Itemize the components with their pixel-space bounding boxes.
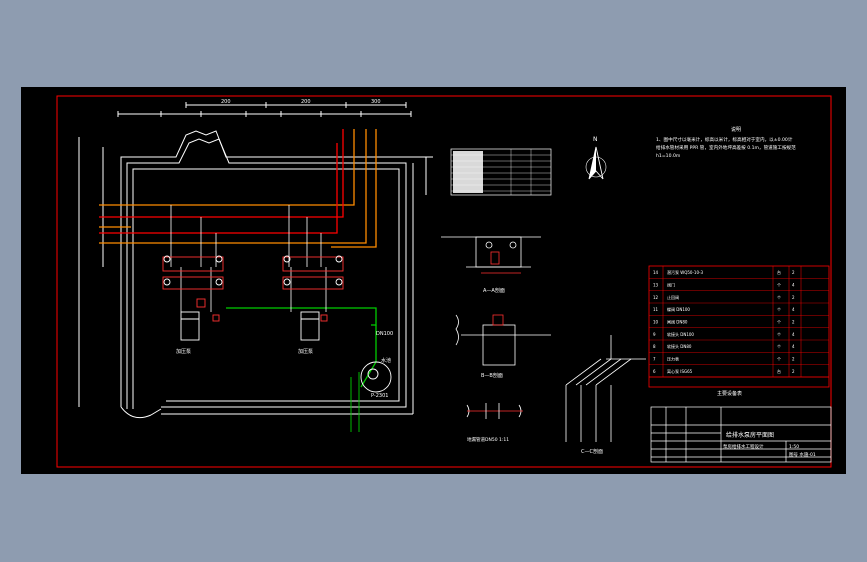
dim-text-3: 300	[371, 99, 381, 105]
materials-footer: 主要设备表	[717, 390, 742, 397]
drawing-canvas[interactable]: 200 200 300	[21, 87, 846, 474]
section-dd	[466, 403, 523, 419]
title-sheet: 图号 水施-01	[789, 451, 816, 458]
materials-cell: 2	[792, 270, 795, 275]
north-arrow-icon	[585, 146, 607, 180]
materials-cell: 止回阀	[667, 294, 679, 300]
materials-cell: 4	[792, 307, 795, 312]
room-label-2: 加压泵	[298, 348, 313, 355]
materials-cell: 台	[777, 368, 781, 374]
north-label: N	[593, 136, 598, 143]
notes-line-2: 给排水管材采用 PPR 管，室内外地坪高差按 0.1m，管道施工按规范	[656, 144, 796, 151]
materials-cell: 个	[777, 332, 781, 337]
section-aa	[441, 236, 541, 274]
tank-label: 水池	[381, 357, 391, 364]
materials-cell: 软接头 DN80	[667, 343, 692, 349]
notes-block: 说明 1、图中尺寸以毫米计，标高以米计，标高相对于室内，以±0.00计 给排水管…	[656, 126, 796, 159]
pipe-legend-table	[450, 148, 552, 196]
notes-heading: 说明	[731, 126, 741, 133]
materials-cell: 个	[777, 344, 781, 349]
materials-cell: 阀门	[667, 282, 675, 288]
title-sub: 泵房给排水工程设计	[723, 443, 764, 450]
materials-cell: 14	[653, 270, 659, 275]
materials-cell: 2	[792, 320, 795, 325]
materials-cell: 台	[777, 269, 781, 275]
materials-cell: 8	[653, 344, 656, 349]
materials-cell: 潜污泵 WQ50-10-3	[667, 269, 703, 275]
section-bb	[455, 314, 551, 366]
materials-cell: 闸阀 DN80	[667, 319, 688, 325]
section-dd-label: 地漏管道DN50 1:11	[467, 436, 509, 443]
pump-group-right	[282, 255, 344, 341]
materials-cell: 2	[792, 357, 795, 362]
materials-cell: 2	[792, 295, 795, 300]
materials-cell: 个	[777, 307, 781, 312]
section-aa-label: A—A剖面	[483, 287, 505, 294]
pipe-red-2	[99, 143, 338, 234]
dim-text-2: 200	[301, 99, 311, 105]
title-main: 给排水泵房平面图	[726, 431, 774, 439]
pipe-green-2	[360, 325, 377, 388]
materials-cell: 9	[653, 332, 656, 337]
materials-cell: 压力表	[667, 356, 679, 362]
plan-view: 200 200 300	[78, 99, 433, 419]
door-swing	[120, 406, 152, 419]
materials-cell: 13	[653, 283, 659, 288]
notes-line-3: h1=10.0m	[656, 153, 681, 159]
title-scale: 1:50	[789, 444, 799, 450]
materials-cell: 12	[653, 295, 659, 300]
materials-cell: 软接头 DN100	[667, 331, 694, 337]
dimension-ticks	[117, 102, 412, 117]
inlet-label: DN100	[376, 331, 393, 337]
pump-label: P-2301	[371, 393, 388, 399]
pipe-orange-1	[99, 129, 355, 206]
pipe-orange-2	[99, 129, 367, 244]
materials-cell: 2	[792, 369, 795, 374]
pipes	[99, 129, 377, 388]
title-block	[650, 406, 832, 463]
materials-cell: 个	[777, 357, 781, 362]
materials-cell: 10	[653, 320, 659, 325]
wall-inner	[126, 138, 407, 409]
tank-symbol	[350, 361, 392, 432]
section-cc-label: C—C剖面	[581, 448, 603, 455]
drawing-border-frame	[56, 95, 832, 468]
notes-line-1: 1、图中尺寸以毫米计，标高以米计，标高相对于室内，以±0.00计	[656, 136, 793, 143]
pipe-red-1	[99, 129, 344, 218]
materials-cell: 4	[792, 332, 795, 337]
section-cc	[565, 335, 646, 442]
materials-cell: 6	[653, 369, 656, 374]
room-label-1: 加压泵	[176, 348, 191, 355]
materials-cell: 个	[777, 320, 781, 325]
materials-cell: 4	[792, 283, 795, 288]
materials-cell: 11	[653, 307, 659, 312]
materials-cell: 7	[653, 357, 656, 362]
materials-cell: 4	[792, 344, 795, 349]
wall-outer	[120, 130, 427, 407]
materials-cell: 蝶阀 DN100	[667, 306, 690, 312]
section-bb-label: B—B剖面	[481, 372, 503, 379]
door-leaf	[150, 408, 162, 416]
pipe-green-1	[226, 307, 377, 326]
dim-text-1: 200	[221, 99, 231, 105]
materials-cell: 个	[777, 295, 781, 300]
pipe-red-3	[331, 129, 377, 248]
drawing-svg: 200 200 300	[56, 95, 832, 468]
materials-cell: 离心泵 ISG65	[667, 368, 693, 374]
materials-cell: 个	[777, 283, 781, 288]
wall-inner-2	[132, 168, 400, 409]
pump-group-left	[162, 255, 224, 341]
